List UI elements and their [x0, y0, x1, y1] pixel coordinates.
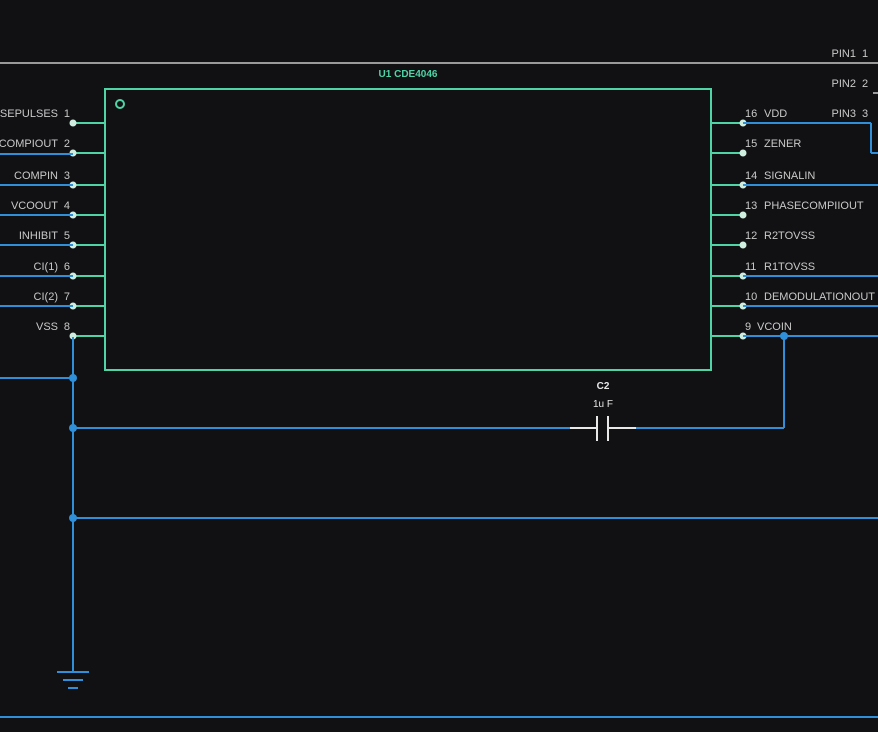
left-pin-7[interactable]: 7 CI(2) [34, 291, 105, 310]
pin-name: INHIBIT [19, 230, 58, 242]
right-pin-12[interactable]: 12 R2TOVSS [711, 230, 815, 249]
pin-num: 6 [64, 261, 70, 273]
connector-pin-num: 3 [862, 108, 868, 120]
right-pin-group: 16 VDD 15 ZENER 14 SIGNALIN 13 PHASECOMPIIOUT 12… [711, 108, 875, 340]
junction-dots [69, 332, 788, 522]
pin-name: ZENER [764, 138, 801, 150]
pin-name: ASEPULSES [0, 108, 58, 120]
pin-name: CI(2) [34, 291, 58, 303]
pin-name: VSS [36, 321, 58, 333]
pin-num: 4 [64, 200, 70, 212]
pin1-marker-icon [115, 99, 125, 109]
pin-name: CI(1) [34, 261, 58, 273]
connector-pin-num: 2 [862, 78, 868, 90]
pin-num: 1 [64, 108, 70, 120]
pin-num: 2 [64, 138, 70, 150]
capacitor-value: 1u F [593, 399, 613, 410]
connector-pin-name: PIN3 [832, 108, 856, 120]
left-wires [0, 153, 878, 672]
pin-num: 5 [64, 230, 70, 242]
pin-num: 12 [745, 230, 757, 242]
pin-num: 14 [745, 170, 757, 182]
right-pin-14[interactable]: 14 SIGNALIN [711, 170, 815, 189]
ic-body[interactable] [104, 88, 712, 371]
pin-num: 9 [745, 321, 751, 333]
connector-pin-2[interactable]: PIN2 2 [832, 78, 869, 90]
pin-name: VCOIN [757, 321, 792, 333]
right-pin-10[interactable]: 10 DEMODULATIONOUT [711, 291, 875, 310]
pin-name: SIGNALIN [764, 170, 815, 182]
right-pin-13[interactable]: 13 PHASECOMPIIOUT [711, 200, 864, 219]
pin-name: R1TOVSS [764, 261, 815, 273]
left-pin-1[interactable]: 1 ASEPULSES [0, 108, 105, 127]
pin-dot [739, 211, 747, 219]
capacitor-ref: C2 [597, 381, 610, 392]
pin-dot [739, 149, 747, 157]
pin-num: 10 [745, 291, 757, 303]
pin-name: COMPIN [14, 170, 58, 182]
pin-name: DEMODULATIONOUT [764, 291, 875, 303]
pin-num: 16 [745, 108, 757, 120]
connector-pin-3[interactable]: PIN3 3 [832, 108, 869, 120]
connector-stubs [873, 62, 878, 94]
pin-name: VDD [764, 108, 787, 120]
right-pin-16[interactable]: 16 VDD [711, 108, 787, 127]
connector-pin-1[interactable]: PIN1 1 [832, 48, 869, 60]
right-wires [636, 122, 878, 429]
pin-name: R2TOVSS [764, 230, 815, 242]
right-pin-11[interactable]: 11 R1TOVSS [711, 261, 815, 280]
connector-pin-name: PIN1 [832, 48, 856, 60]
pin-name: VCOOUT [11, 200, 58, 212]
pin-dot [69, 332, 77, 340]
pin-num: 15 [745, 138, 757, 150]
left-pin-group: 1 ASEPULSES 2 COMPIOUT 3 COMPIN 4 VCOOUT 5 INHIBI… [0, 108, 105, 340]
pin-name: COMPIOUT [0, 138, 58, 150]
pin-num: 13 [745, 200, 757, 212]
pin-dot [739, 241, 747, 249]
ic-title: U1 CDE4046 [379, 69, 438, 80]
left-pin-3[interactable]: 3 COMPIN [14, 170, 105, 189]
capacitor-c2[interactable] [570, 416, 636, 441]
pin-num: 11 [745, 261, 756, 273]
pin-dot [69, 119, 77, 127]
ground-icon[interactable] [57, 671, 89, 689]
pin-name: PHASECOMPIIOUT [764, 200, 864, 212]
connector-pin-name: PIN2 [832, 78, 856, 90]
pin-num: 8 [64, 321, 70, 333]
right-pin-15[interactable]: 15 ZENER [711, 138, 801, 157]
pin-num: 3 [64, 170, 70, 182]
pin-num: 7 [64, 291, 70, 303]
left-pin-8[interactable]: 8 VSS [36, 321, 105, 340]
connector-pin-num: 1 [862, 48, 868, 60]
